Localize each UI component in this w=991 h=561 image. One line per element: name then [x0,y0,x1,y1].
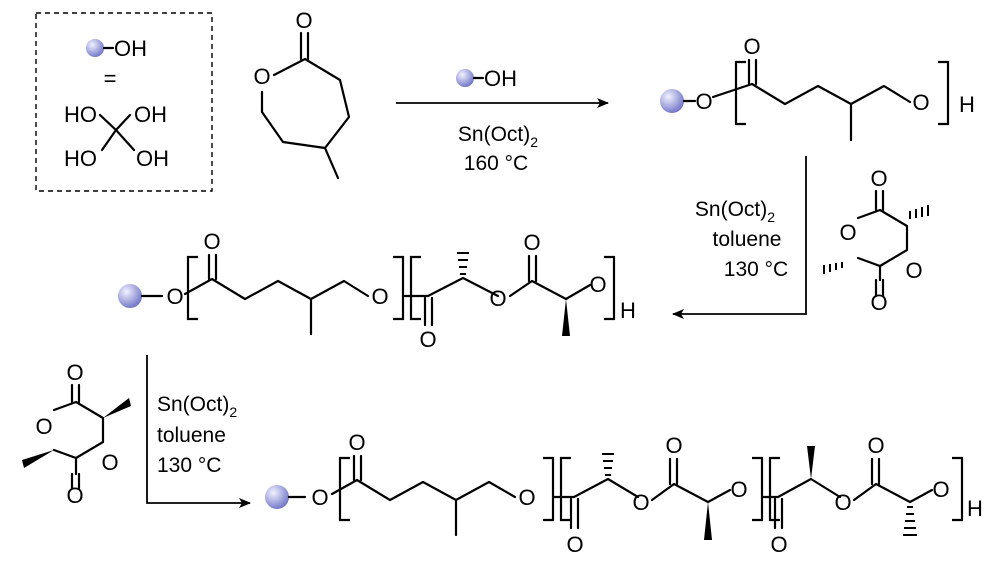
product3-pdla-bracket-close [752,456,764,522]
lactide1-carbonyl-o-top: O [870,166,887,191]
product3-plla-carbonyl-o1: O [770,532,787,557]
lactide1-ring-o-left: O [839,220,856,245]
product2-pmcl-bracket-open [186,255,198,321]
product2-pdla-terminal-o: O [589,272,606,297]
lactide2-carbonyl-o-bottom: O [66,483,83,508]
product2-pmcl-terminal-o: O [371,284,388,309]
product3-bead-icon [265,485,289,509]
product3-pdla-bracket-open [559,456,571,522]
l-lactide-monomer: O O O O [22,360,131,508]
legend-oh-bottom: OH [136,146,169,171]
product2-pdla-carbonyl-o1: O [419,327,436,352]
product2-pmcl-bracket-close [393,255,405,321]
product1-carbonyl-o: O [743,34,760,59]
lactide1-carbonyl-o-bottom: O [870,290,887,315]
step1-catalyst: Sn(Oct)2 [458,123,538,150]
product3-pdla-ester-o: O [632,490,649,515]
step1-temperature: 160 °C [464,152,528,175]
product2-pmcl-pdla: O O O O O O O H [118,229,636,352]
product2-ester-o: O [166,284,183,309]
product1-pmcl: O O O H [660,34,975,142]
initiator-bead-icon [86,39,104,57]
product3-plla-ester-o: O [834,490,851,515]
product1-terminal-h: H [959,92,975,117]
step3-arrow [146,355,251,508]
step2-solvent: toluene [713,228,782,251]
product3-pmcl-terminal-o: O [518,485,535,510]
lactide2-wedge-top [103,398,131,418]
product1-terminal-o: O [912,90,929,115]
step3-conditions: Sn(Oct)2 toluene 130 °C [146,355,251,508]
initiator-legend: OH = HO OH HO OH [35,12,213,192]
lactide2-carbonyl-o-top: O [66,360,83,385]
step2-catalyst: Sn(Oct)2 [695,198,775,225]
product3-terminal-h: H [967,496,983,521]
step3-solvent: toluene [157,424,226,447]
lactide2-ring-o-right: O [101,450,118,475]
product3-pmcl-carbonyl-o: O [348,430,365,455]
product2-wedge-bond [562,299,570,336]
product2-pdla-carbonyl-o2: O [523,230,540,255]
pentaerythritol-structure [98,113,136,152]
step2-arrow [672,156,807,319]
step3-catalyst: Sn(Oct)2 [157,393,237,420]
product3-pdla-carbonyl-o1: O [566,532,583,557]
product2-bead-icon [118,284,142,308]
step1-conditions: OH Sn(Oct)2 160 °C [396,66,609,175]
product2-pdla-ester-o: O [489,286,506,311]
product1-bead-icon [660,89,684,113]
step1-reagent-oh: OH [484,66,517,91]
product3-plla-bracket-close [952,456,964,522]
methyl-caprolactone-monomer: O O [253,8,351,180]
product1-ester-o: O [695,89,712,114]
legend-ho-bottom: HO [64,146,97,171]
lactide2-wedge-bottom [22,450,54,468]
step2-temperature: 130 °C [724,258,788,281]
product3-plla-carbonyl-o2: O [867,433,884,458]
product2-pdla-bracket-open [409,255,421,321]
lactide1-ring-o-right: O [905,258,922,283]
lactide2-ring-o-left: O [35,414,52,439]
legend-equals: = [104,66,117,91]
legend-bead-oh: OH [114,36,147,61]
step3-temperature: 130 °C [157,454,221,477]
lactone-ring-o: O [253,64,270,89]
step1-bead-icon [456,69,474,87]
product3-pdla-wedge [704,502,712,540]
product3-plla-terminal-o: O [932,477,949,502]
product2-pmcl-carbonyl-o: O [203,229,220,254]
legend-dashed-box [35,12,213,192]
product2-pdla-bracket-close [604,255,616,321]
d-lactide-monomer: O O O O [823,166,929,315]
product3-pdla-terminal-o: O [730,477,747,502]
legend-oh-top: OH [134,102,167,127]
legend-ho-top: HO [64,102,97,127]
lactone-carbonyl-o: O [295,8,312,33]
product2-terminal-h: H [620,298,636,323]
product3-pdla-carbonyl-o2: O [665,433,682,458]
product3-pmcl-bracket-close [543,456,555,522]
product1-bracket-open [734,60,746,126]
product3-plla-wedge [807,446,815,479]
product3-triblock: O O O O O O O O O O [265,430,983,557]
step2-conditions: Sn(Oct)2 toluene 130 °C [672,156,807,319]
product3-ester-o: O [311,485,328,510]
product1-bracket-close [938,60,950,126]
